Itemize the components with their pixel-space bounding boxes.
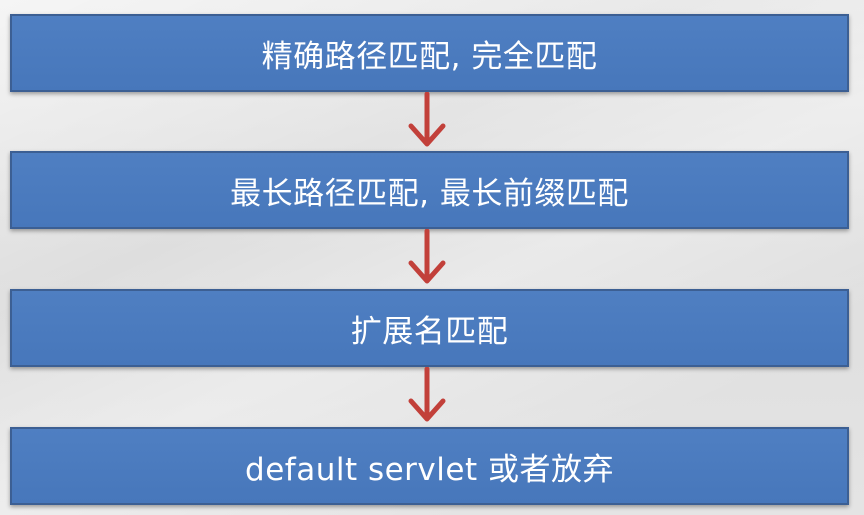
- step-extension-match: 扩展名匹配: [10, 289, 849, 367]
- step-longest-prefix-match: 最长路径匹配, 最长前缀匹配: [10, 151, 849, 229]
- step-label: 扩展名匹配: [350, 313, 509, 350]
- down-arrow-icon: [408, 229, 446, 284]
- step-label: default servlet 或者放弃: [245, 451, 614, 488]
- step-label: 精确路径匹配, 完全匹配: [261, 38, 598, 75]
- step-label: 最长路径匹配, 最长前缀匹配: [230, 175, 629, 212]
- down-arrow-icon: [408, 367, 446, 422]
- down-arrow-icon: [408, 92, 446, 147]
- step-default-servlet: default servlet 或者放弃: [10, 427, 849, 505]
- step-exact-path-match: 精确路径匹配, 完全匹配: [10, 14, 849, 92]
